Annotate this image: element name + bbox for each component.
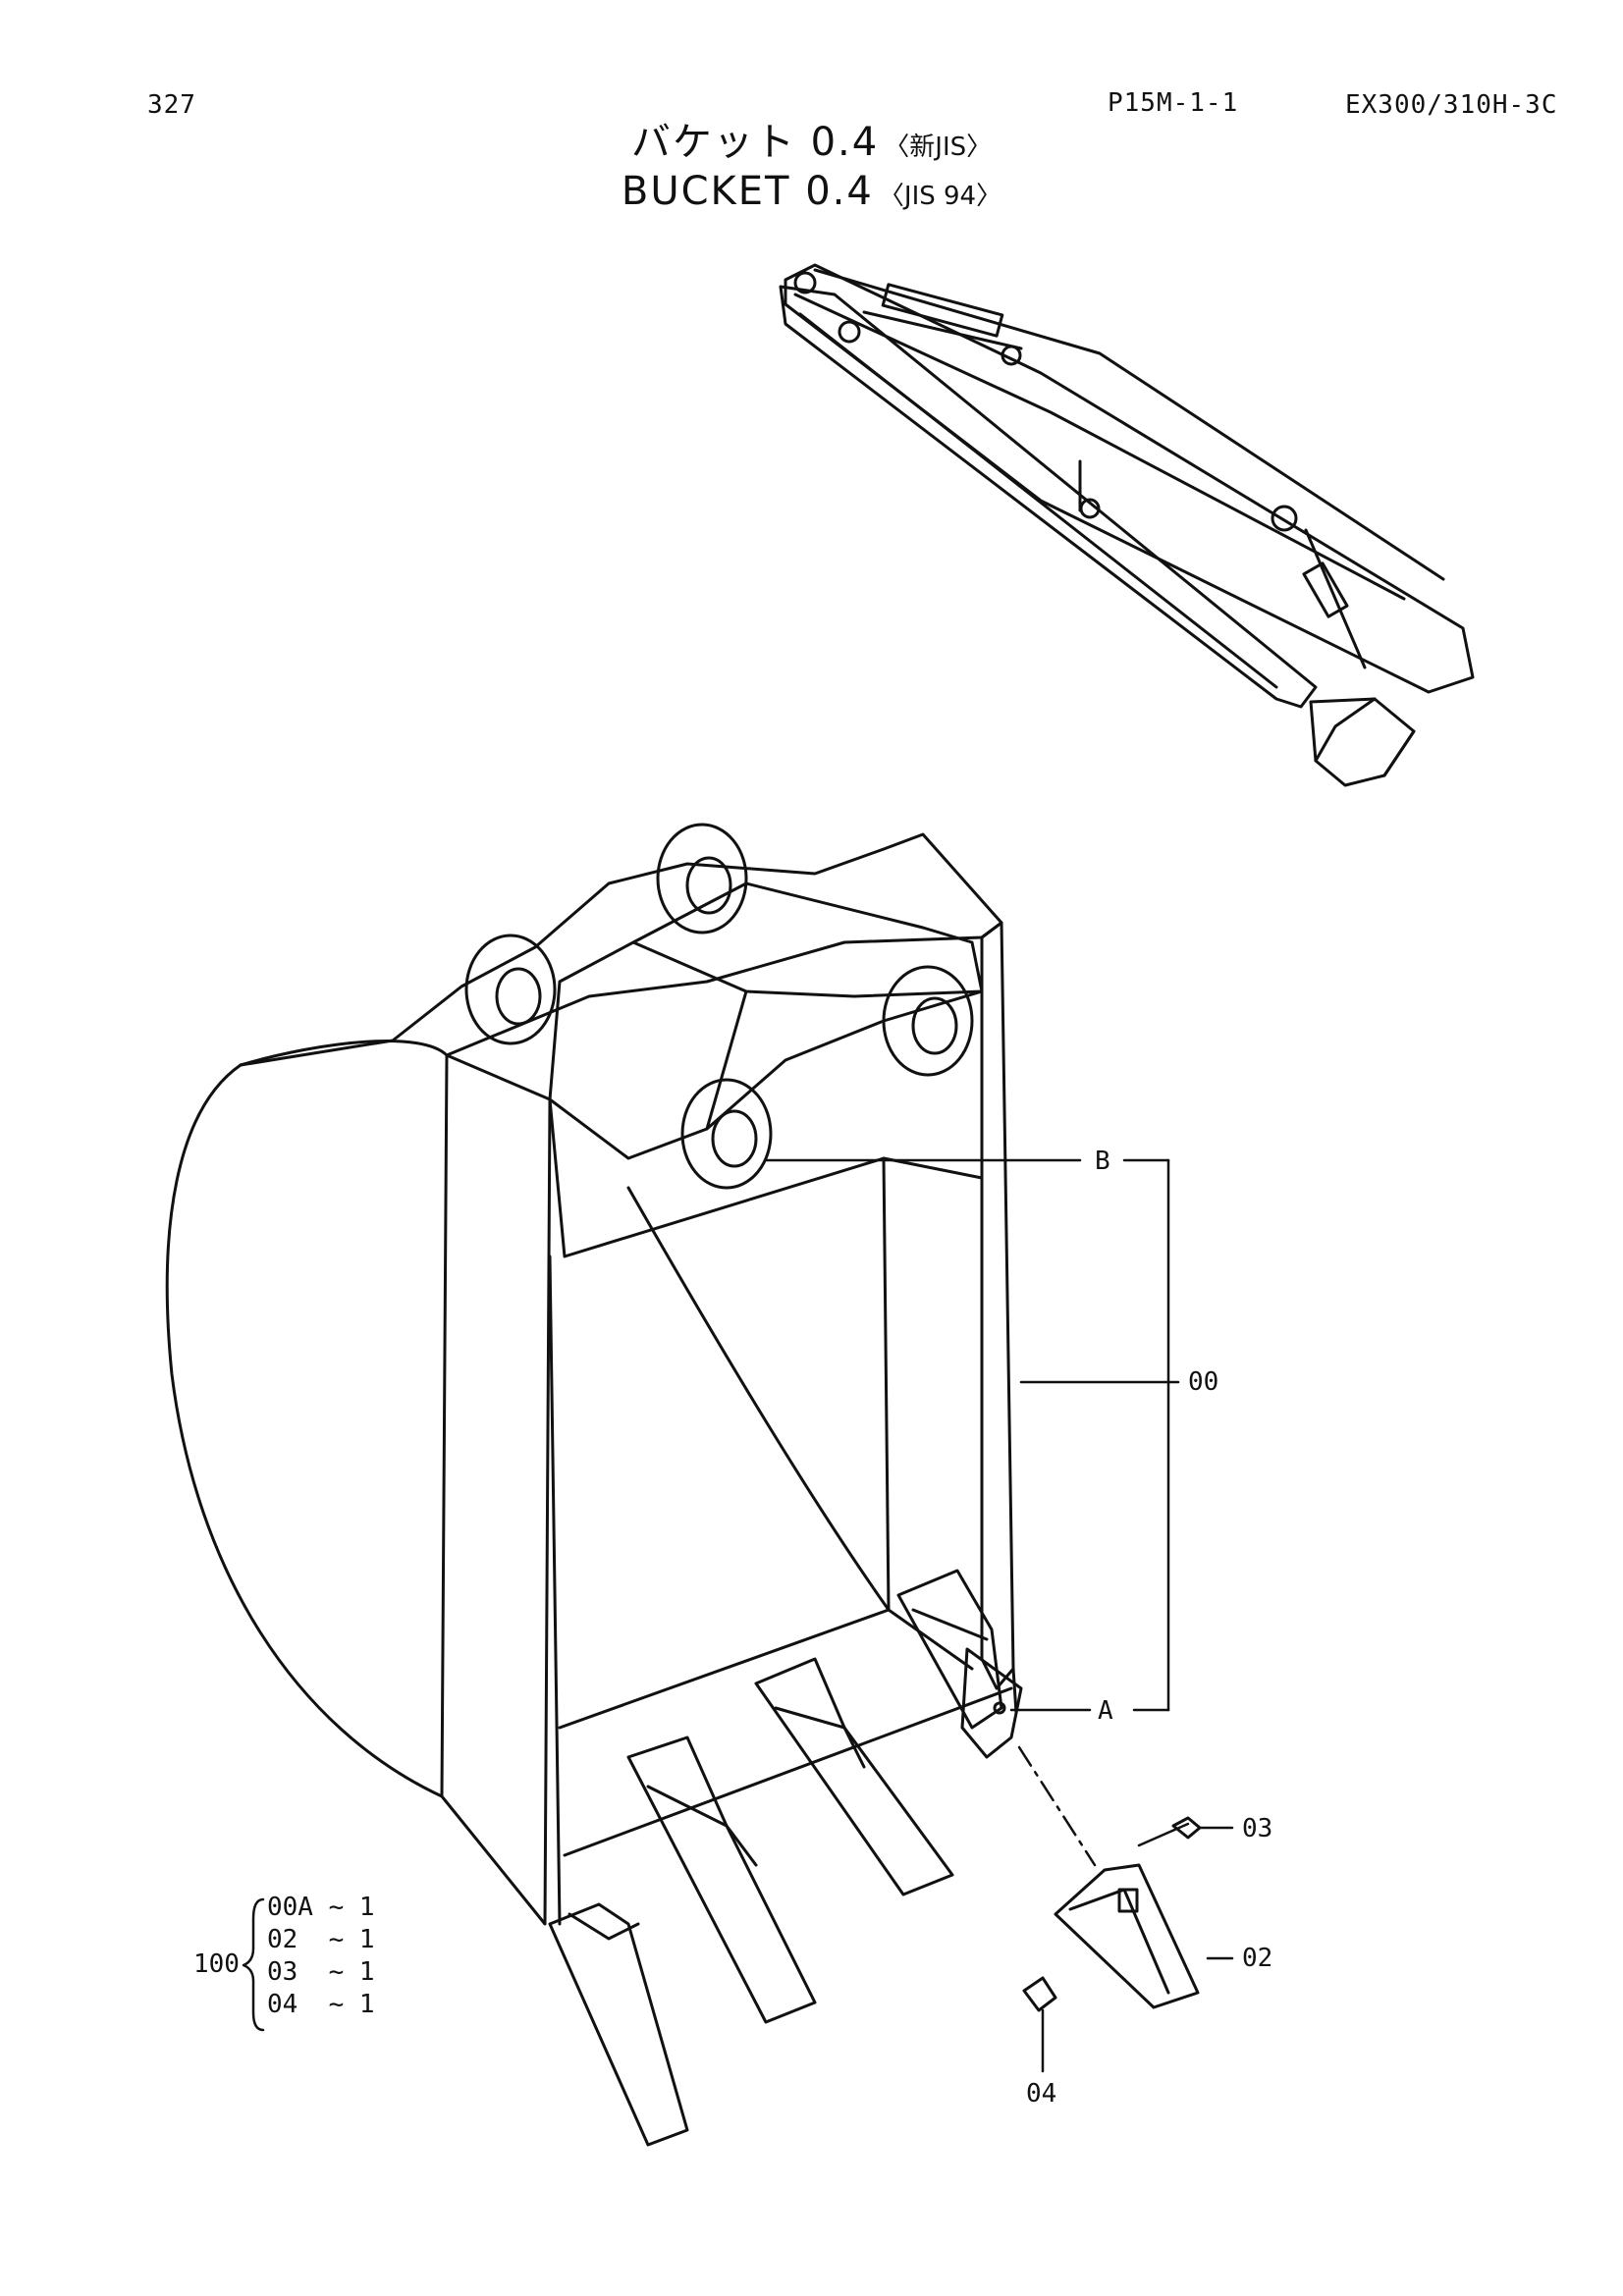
- callout-a: A: [1098, 1696, 1113, 1726]
- page-number: 327: [147, 90, 196, 120]
- kit-line: 00A ~ 1: [267, 1893, 375, 1922]
- title-jp-main: バケット 0.4: [630, 120, 880, 165]
- lock-04: [1022, 1976, 1057, 2012]
- kit-brace: [242, 1897, 265, 2032]
- title-jp: バケット 0.4 〈新JIS〉: [0, 110, 1623, 167]
- model-code: EX300/310H-3C: [1345, 90, 1558, 120]
- title-en: BUCKET 0.4 〈JIS 94〉: [0, 169, 1623, 214]
- exploded-tooth: [1054, 1863, 1200, 2009]
- callout-b: B: [1095, 1147, 1110, 1176]
- callout-03: 03: [1242, 1814, 1273, 1843]
- title-en-sub: 〈JIS 94〉: [878, 182, 1002, 211]
- boom-arm-inset: [779, 263, 1475, 787]
- kit-id: 100: [193, 1949, 240, 1979]
- mounted-teeth: [548, 1569, 1003, 2147]
- callout-02: 02: [1242, 1944, 1273, 1973]
- kit-line: 03 ~ 1: [267, 1957, 375, 1987]
- kit-line: 04 ~ 1: [267, 1990, 375, 2019]
- kit-lines: 00A ~ 1 02 ~ 1 03 ~ 1 04 ~ 1: [267, 1893, 375, 2022]
- title-en-main: BUCKET 0.4: [621, 169, 874, 214]
- kit-line: 02 ~ 1: [267, 1925, 375, 1954]
- leader-lines: [764, 1158, 1234, 2073]
- callout-04: 04: [1026, 2079, 1057, 2109]
- figure-code: P15M-1-1: [1108, 88, 1239, 118]
- bucket-drawing: [165, 823, 1023, 1926]
- title-jp-sub: 〈新JIS〉: [884, 133, 993, 162]
- callout-00: 00: [1188, 1367, 1219, 1397]
